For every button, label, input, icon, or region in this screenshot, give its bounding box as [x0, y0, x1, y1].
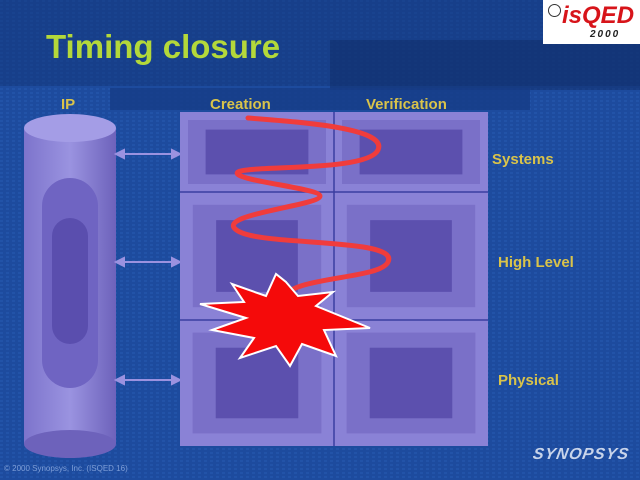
column-verification: Verification — [366, 96, 447, 113]
logo-text: isQED — [562, 2, 635, 29]
timing-failure-starburst — [199, 272, 371, 368]
synopsys-logo: SYNOPSYS — [531, 446, 631, 463]
row-systems: Systems — [492, 151, 554, 168]
row-high-level: High Level — [498, 254, 574, 271]
cell-high-level-verification — [334, 192, 488, 320]
slide-title: Timing closure — [46, 28, 281, 65]
logo-year: 2000 — [590, 29, 621, 40]
header-band-right — [330, 40, 640, 90]
copyright: © 2000 Synopsys, Inc. (ISQED 16) — [4, 464, 128, 473]
row-physical: Physical — [498, 372, 559, 389]
connector-arrows — [113, 148, 183, 386]
cell-physical-verification — [334, 320, 488, 446]
column-creation: Creation — [210, 96, 271, 113]
column-header-band — [110, 88, 530, 110]
globe-icon — [548, 4, 561, 17]
cell-systems-verification — [334, 112, 488, 192]
timing-path — [231, 115, 391, 303]
column-ip: IP — [61, 96, 76, 113]
ip-cylinder — [24, 114, 116, 458]
